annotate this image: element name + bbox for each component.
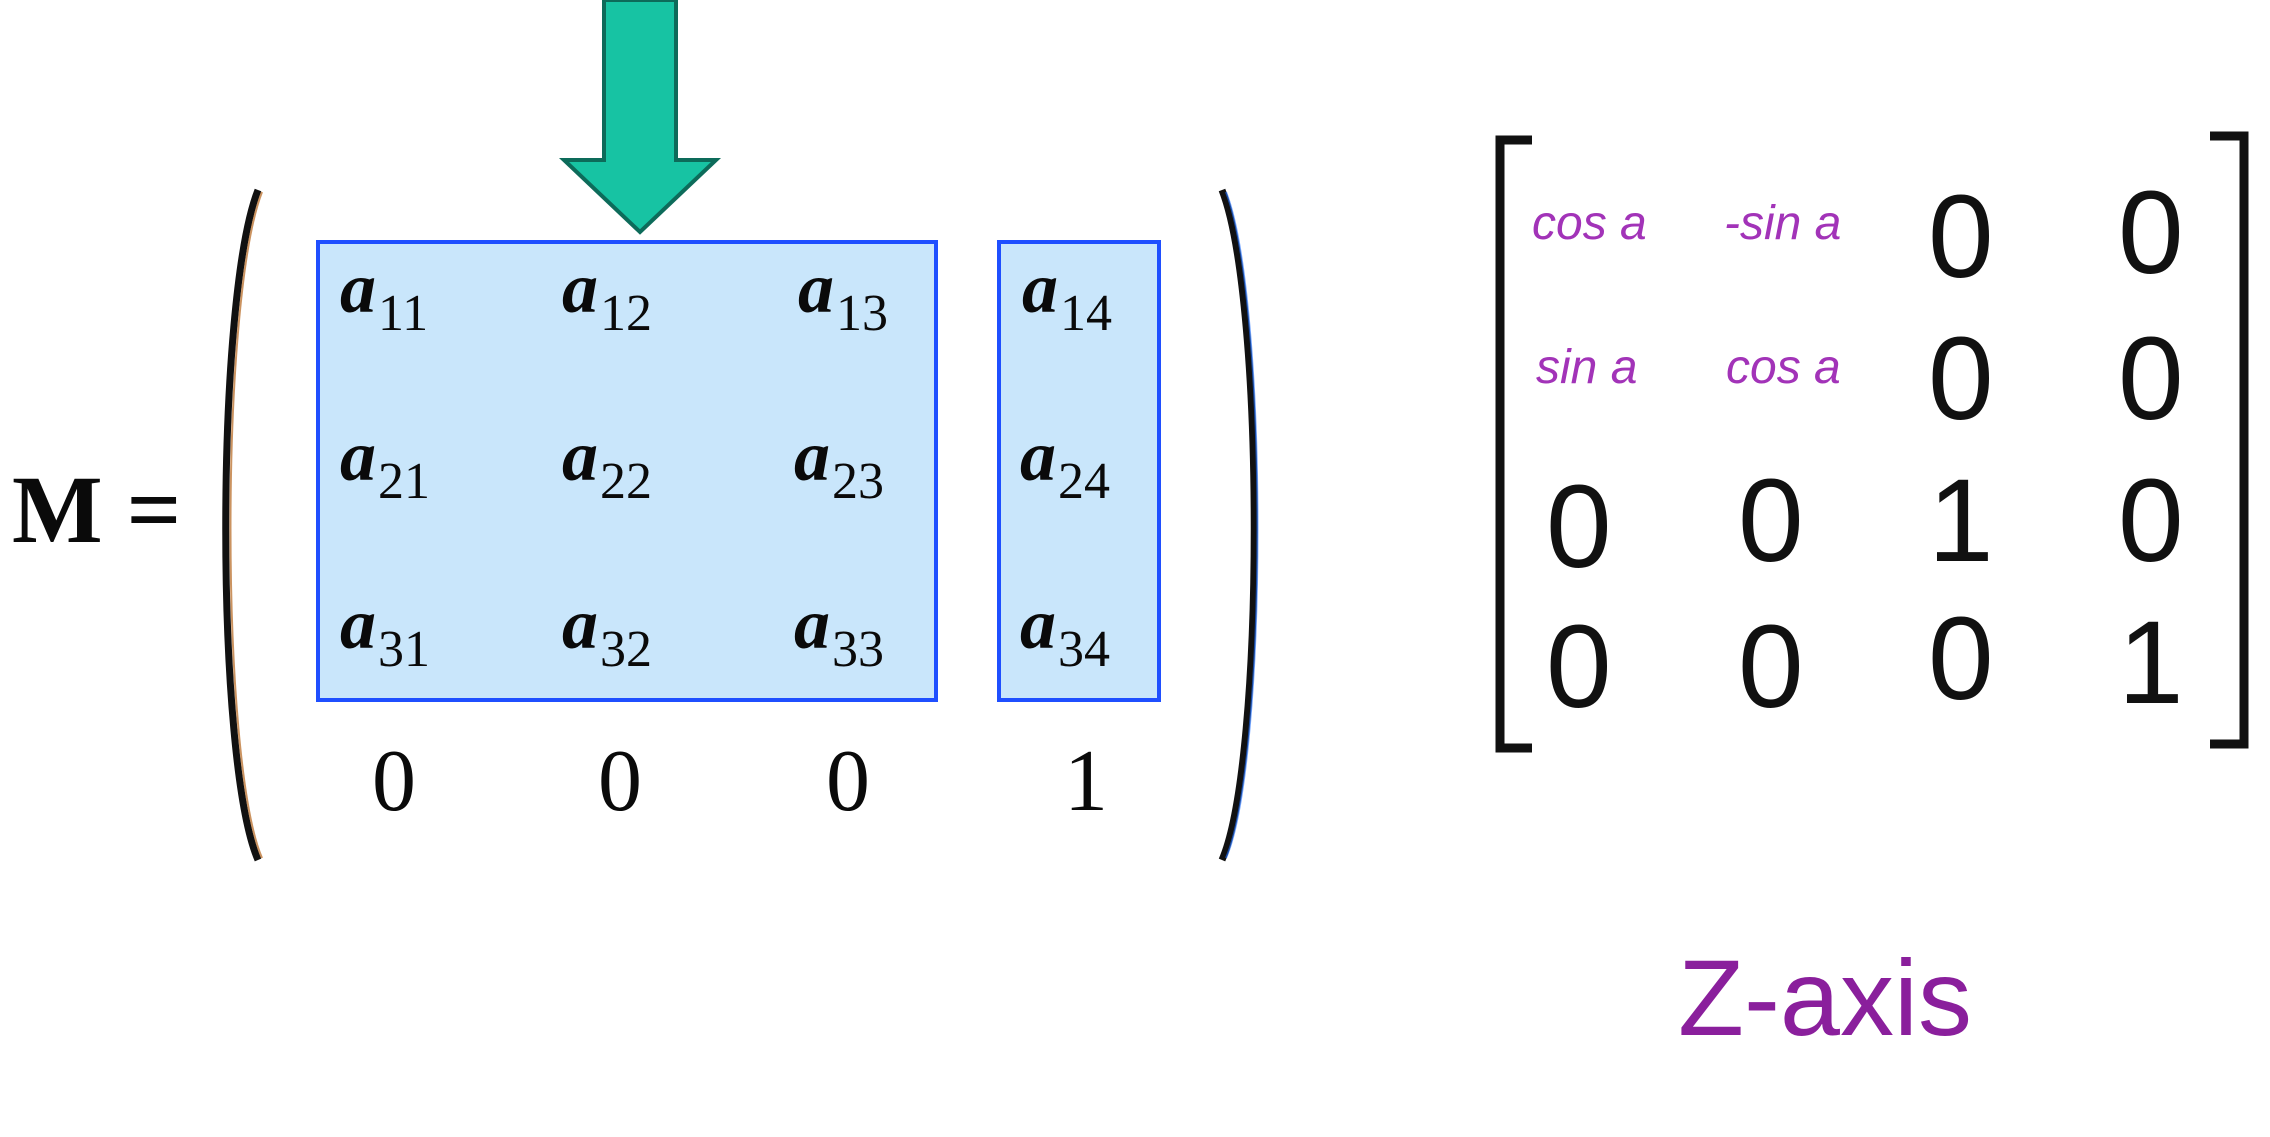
rot-r4c2: 0 xyxy=(1738,601,1804,733)
entry-a31: a31 xyxy=(340,584,430,679)
rotation-left-bracket xyxy=(1495,135,1532,753)
entry-a14: a14 xyxy=(1022,248,1112,343)
rot-r3c2: 0 xyxy=(1738,455,1804,587)
entry-a34: a34 xyxy=(1020,584,1110,679)
entry-a21: a21 xyxy=(340,416,430,511)
matrix-m-label: M = xyxy=(12,456,182,563)
entry-a12: a12 xyxy=(562,248,652,343)
rot-r4c3: 0 xyxy=(1928,593,1994,725)
right-parenthesis xyxy=(1218,188,1258,862)
entry-a33: a33 xyxy=(794,584,884,679)
rot-r3c3: 1 xyxy=(1928,455,1994,587)
rot-r3c4: 0 xyxy=(2118,455,2184,587)
rotation-block-highlight xyxy=(316,240,938,702)
entry-m43: 0 xyxy=(826,733,870,830)
rot-r2c1: sin a xyxy=(1536,341,1638,394)
rotation-right-bracket xyxy=(2210,131,2249,749)
entry-a13: a13 xyxy=(798,248,888,343)
rot-r1c2: -sin a xyxy=(1724,197,1842,250)
left-parenthesis xyxy=(222,188,262,862)
down-arrow-icon xyxy=(558,0,722,235)
rot-r1c1: cos a xyxy=(1532,197,1647,250)
entry-a11: a11 xyxy=(340,248,429,343)
rot-r1c4: 0 xyxy=(2118,167,2184,299)
entry-a22: a22 xyxy=(562,416,652,511)
rot-r4c1: 0 xyxy=(1546,601,1612,733)
entry-m41: 0 xyxy=(372,733,416,830)
axis-caption: Z-axis xyxy=(1678,937,1972,1058)
rot-r3c1: 0 xyxy=(1546,461,1612,593)
rot-r1c3: 0 xyxy=(1928,171,1994,303)
rot-r4c4: 1 xyxy=(2118,597,2184,729)
entry-a24: a24 xyxy=(1020,416,1110,511)
translation-column-highlight xyxy=(997,240,1161,702)
rot-r2c3: 0 xyxy=(1928,313,1994,445)
entry-a23: a23 xyxy=(794,416,884,511)
entry-a32: a32 xyxy=(562,584,652,679)
entry-m42: 0 xyxy=(598,733,642,830)
rot-r2c2: cos a xyxy=(1726,341,1841,394)
entry-m44: 1 xyxy=(1064,733,1108,830)
rot-r2c4: 0 xyxy=(2118,313,2184,445)
